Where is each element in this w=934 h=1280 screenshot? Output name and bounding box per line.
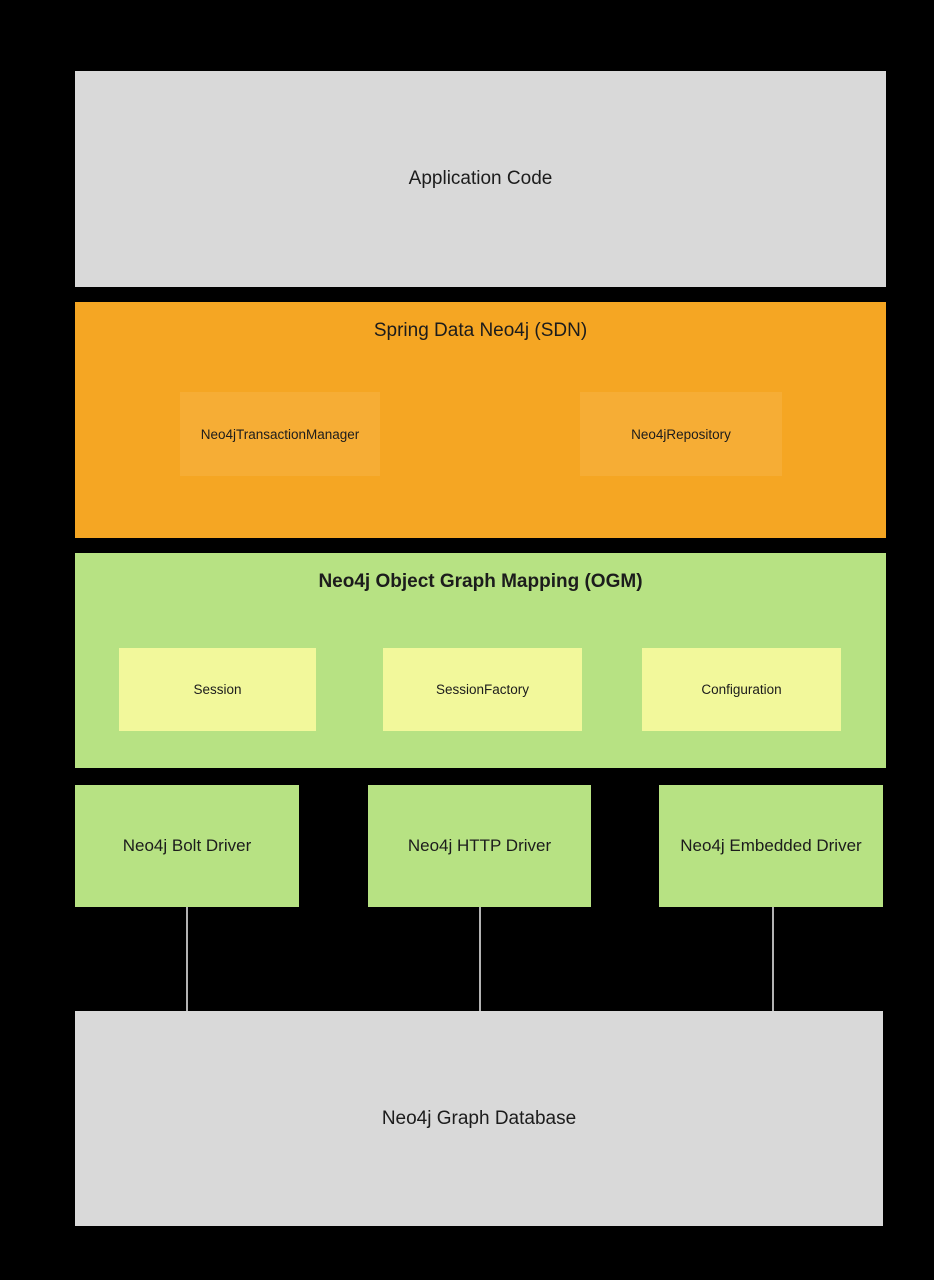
layer-neo4j-graph-database: Neo4j Graph Database (75, 1011, 883, 1226)
driver-neo4j-embedded: Neo4j Embedded Driver (659, 785, 883, 907)
layer-spring-data-neo4j: Spring Data Neo4j (SDN) Neo4jTransaction… (75, 302, 886, 538)
sdn-component-neo4j-transaction-manager: Neo4jTransactionManager (180, 392, 380, 476)
application-code-label: Application Code (408, 168, 553, 189)
layer-neo4j-object-graph-mapping: Neo4j Object Graph Mapping (OGM) Session… (75, 553, 886, 768)
layer-application-code: Application Code (75, 71, 886, 287)
sdn-title: Spring Data Neo4j (SDN) (373, 320, 588, 341)
ogm-component-configuration: Configuration (642, 648, 841, 731)
ogm-title: Neo4j Object Graph Mapping (OGM) (318, 571, 643, 592)
driver-neo4j-http: Neo4j HTTP Driver (368, 785, 591, 907)
ogm-component-session-factory: SessionFactory (383, 648, 582, 731)
sdn-component-neo4j-repository: Neo4jRepository (580, 392, 782, 476)
connector-bolt-to-database (186, 907, 188, 1011)
connector-embedded-to-database (772, 907, 774, 1011)
connector-http-to-database (479, 907, 481, 1011)
driver-neo4j-bolt: Neo4j Bolt Driver (75, 785, 299, 907)
neo4j-graph-database-label: Neo4j Graph Database (381, 1107, 577, 1129)
ogm-component-session: Session (119, 648, 316, 731)
